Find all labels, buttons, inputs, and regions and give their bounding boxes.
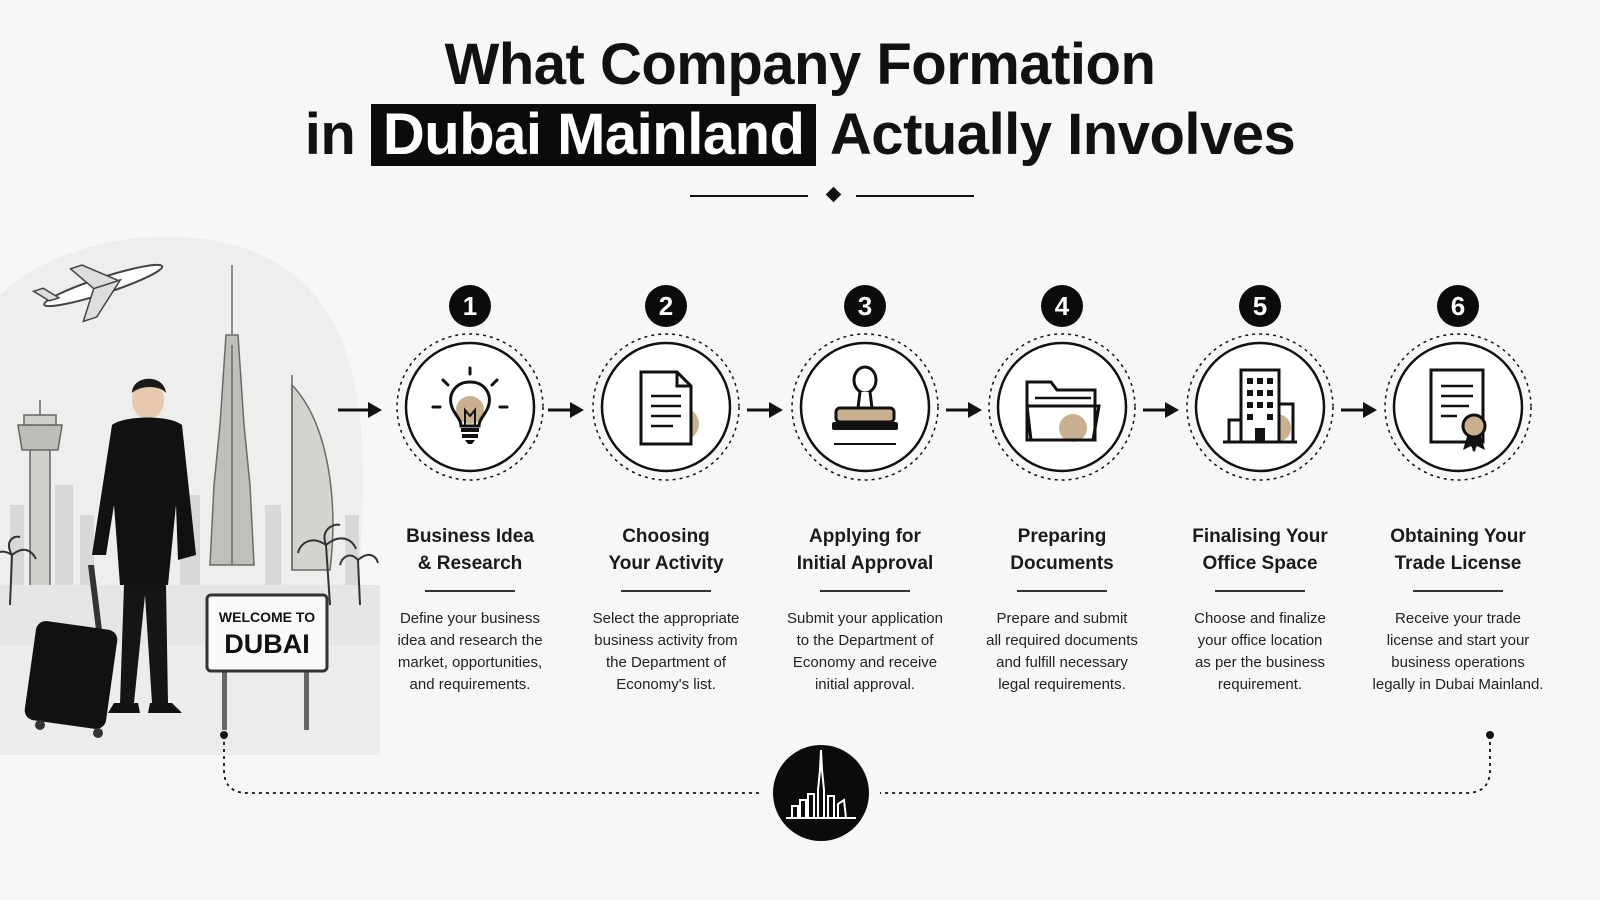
step-description: Prepare and submit all required document… [954,608,1170,696]
flow-arrow-4-5 [1143,402,1179,418]
flow-arrow-1-2 [548,402,584,418]
desc-line: all required documents [986,632,1138,649]
step-title-line-1: Choosing [622,526,710,547]
step-rule [1017,590,1107,592]
page-title: What Company Formation in Dubai Mainland… [0,30,1600,170]
title-suffix: Actually Involves [829,102,1296,167]
step-description: Select the appropriate business activity… [558,608,774,696]
step-title-line-2: Documents [1010,553,1114,574]
desc-line: legally in Dubai Mainland. [1372,676,1544,693]
stamp-icon [832,365,898,445]
dubai-skyline-icon [773,745,869,841]
flow-arrow-5-6 [1341,402,1377,418]
step-title-line-2: Your Activity [608,553,724,574]
flow-arrow-start [338,402,382,418]
businessman-figure [92,378,196,713]
flow-arrow-3-4 [946,402,982,418]
step-title-line-1: Preparing [1017,526,1107,547]
folder-icon [1025,380,1101,442]
certificate-icon [1429,368,1487,452]
step-rule [1215,590,1305,592]
title-line-2: in Dubai Mainland Actually Involves [0,100,1600,170]
step-title: Applying for Initial Approval [765,523,965,577]
step-rule [1413,590,1503,592]
step-number: 5 [1239,285,1281,327]
sign-line-2: DUBAI [224,629,310,659]
flow-arrow-2-3 [747,402,783,418]
step-number: 3 [844,285,886,327]
step-title-line-1: Finalising Your [1192,526,1328,547]
title-line-1: What Company Formation [444,32,1156,97]
sign-line-1: WELCOME TO [219,609,315,625]
desc-line: to the Department of [796,632,934,649]
desc-line: Economy and receive [792,654,938,671]
palm-trees [0,523,379,606]
step-title: Choosing Your Activity [566,523,766,577]
step-title-line-2: Office Space [1202,553,1318,574]
step-title: Finalising Your Office Space [1160,523,1360,577]
step-title: Preparing Documents [962,523,1162,577]
step-number: 4 [1041,285,1083,327]
title-divider [690,186,974,203]
desc-line: business operations [1391,654,1525,671]
desc-line: Define your business [399,610,541,627]
desc-line: requirement. [1217,676,1303,693]
step-description: Submit your application to the Departmen… [757,608,973,696]
building-icon [1223,368,1297,444]
control-tower [17,400,63,606]
document-icon [639,370,699,446]
step-description: Choose and finalize your office location… [1152,608,1368,696]
step-description: Receive your trade license and start you… [1350,608,1566,696]
step-rule [820,590,910,592]
desc-line: legal requirements. [998,676,1126,693]
step-title-line-2: Initial Approval [796,553,934,574]
step-title-line-1: Business Idea [406,526,534,547]
step-number: 1 [449,285,491,327]
step-title-line-1: Obtaining Your [1390,526,1526,547]
desc-line: and fulfill necessary [996,654,1128,671]
desc-line: Receive your trade [1395,610,1521,627]
step-icon-ring [791,333,939,481]
suitcase [24,565,118,738]
desc-line: initial approval. [814,676,916,693]
step-icon-ring [592,333,740,481]
desc-line: Submit your application [787,610,943,627]
step-title: Business Idea & Research [370,523,570,577]
step-icon-ring [1384,333,1532,481]
desc-line: Prepare and submit [996,610,1128,627]
burj-khalifa [209,265,255,566]
desc-line: Choose and finalize [1194,610,1326,627]
desc-line: business activity from [594,632,738,649]
dubai-traveler-illustration: WELCOME TO DUBAI [0,236,380,755]
desc-line: your office location [1197,632,1323,649]
welcome-sign: WELCOME TO DUBAI [205,593,329,730]
step-title-line-2: & Research [417,553,523,574]
title-prefix: in [304,102,356,167]
step-description: Define your business idea and research t… [362,608,578,696]
step-title-line-2: Trade License [1394,553,1522,574]
title-highlight: Dubai Mainland [370,104,817,166]
step-number: 6 [1437,285,1479,327]
step-title-line-1: Applying for [809,526,921,547]
step-rule [621,590,711,592]
step-icon-ring [1186,333,1334,481]
burj-al-arab [291,375,334,571]
desc-line: Economy's list. [616,676,716,693]
step-icon-ring [988,333,1136,481]
lightbulb-icon [431,366,509,444]
desc-line: Select the appropriate [592,610,740,627]
desc-line: idea and research the [397,632,543,649]
desc-line: license and start your [1386,632,1530,649]
desc-line: and requirements. [409,676,531,693]
step-number: 2 [645,285,687,327]
desc-line: the Department of [605,654,727,671]
step-icon-ring [396,333,544,481]
airplane-icon [31,263,164,323]
step-title: Obtaining Your Trade License [1358,523,1558,577]
desc-line: market, opportunities, [397,654,543,671]
desc-line: as per the business [1194,654,1326,671]
step-rule [425,590,515,592]
